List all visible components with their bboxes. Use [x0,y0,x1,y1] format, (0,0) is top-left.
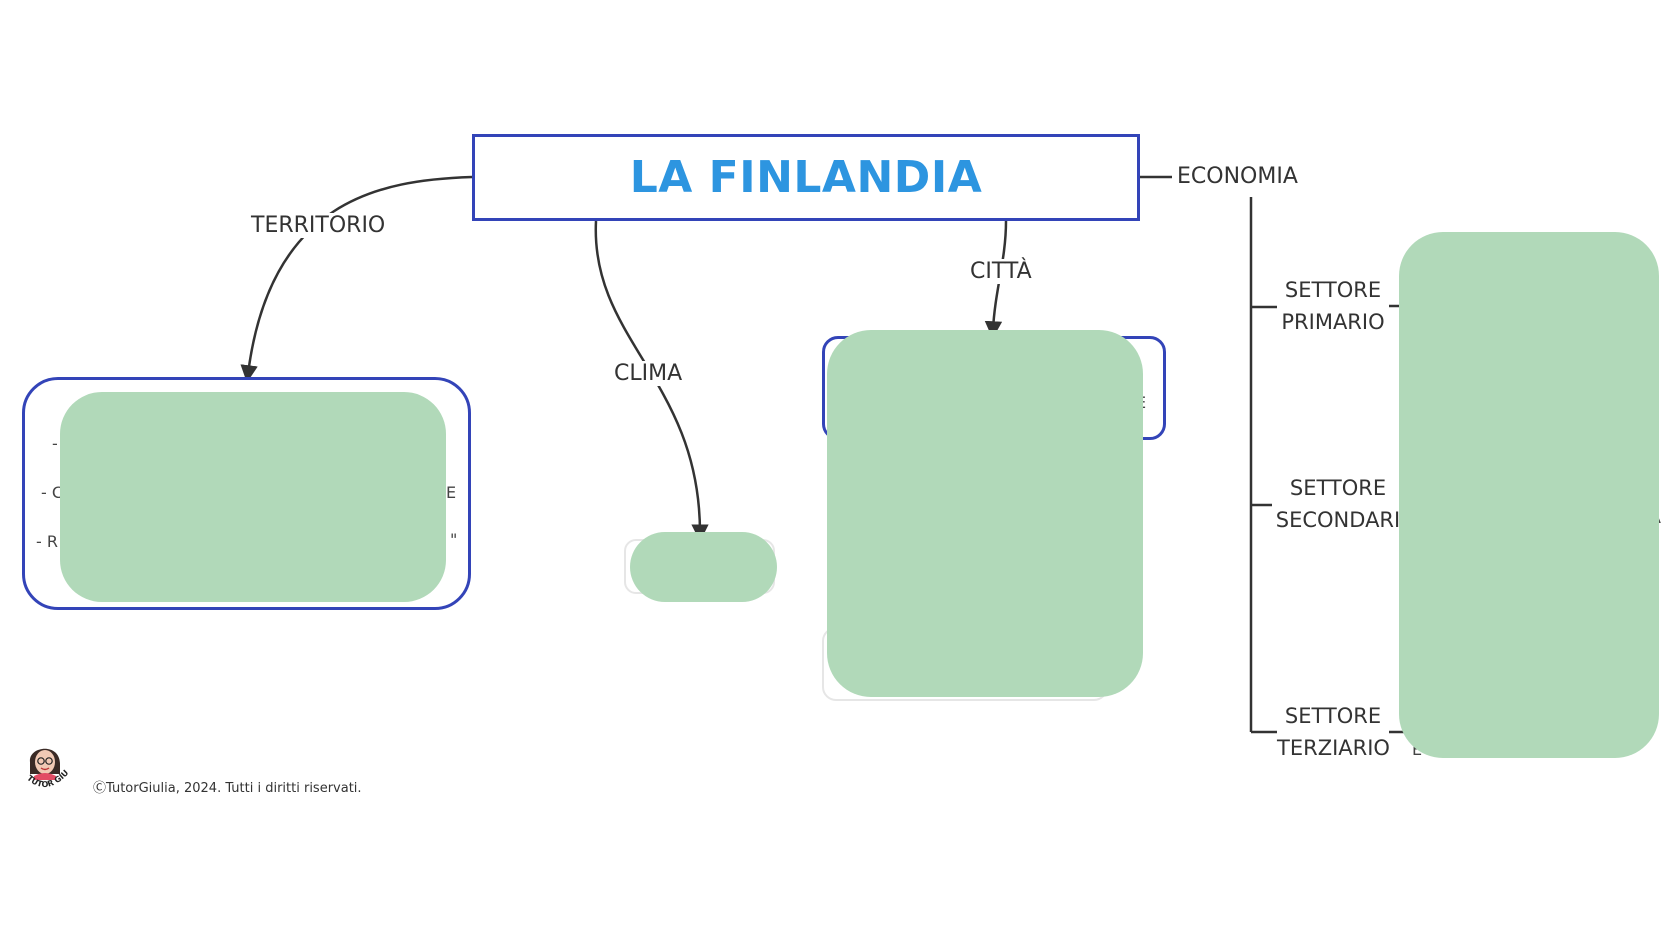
clima-label: CLIMA [614,361,683,386]
territorio-cover [60,392,446,602]
settore-secondario-line1: SETTORE [1289,476,1387,500]
settore-terziario-line1: SETTORE [1284,704,1382,728]
settore-primario-label: SETTORE PRIMARIO [1277,274,1389,338]
economia-label: ECONOMIA [1177,164,1298,189]
territorio-peek-1: - [52,434,58,453]
territorio-peek-2-end: E [446,483,457,502]
settore-primario-line1: SETTORE [1284,278,1382,302]
economia-cover [1399,232,1659,758]
territorio-peek-3: - R [36,532,58,551]
settore-terziario-line2: TERZIARIO [1277,736,1390,760]
citta-cover [827,330,1143,697]
territorio-peek-2: - C [41,483,64,502]
territorio-peek-3-end: " [450,530,458,549]
territorio-label: TERRITORIO [251,213,386,238]
main-title: LA FINLANDIA [629,152,983,203]
territorio-connector [240,175,473,383]
tutor-giulia-logo: TUTOR GIULIA [16,738,70,789]
clima-cover [630,532,777,602]
settore-primario-line2: PRIMARIO [1281,310,1385,334]
settore-secondario-line2: SECONDARI [1275,508,1401,532]
main-title-box: LA FINLANDIA [472,134,1140,221]
settore-secondario-label: SETTORE SECONDARI [1272,472,1404,536]
settore-terziario-label: SETTORE TERZIARIO [1277,700,1390,764]
copyright-text: ⒸTutorGiulia, 2024. Tutti i diritti rise… [93,781,362,796]
citta-label: CITTÀ [970,259,1032,284]
